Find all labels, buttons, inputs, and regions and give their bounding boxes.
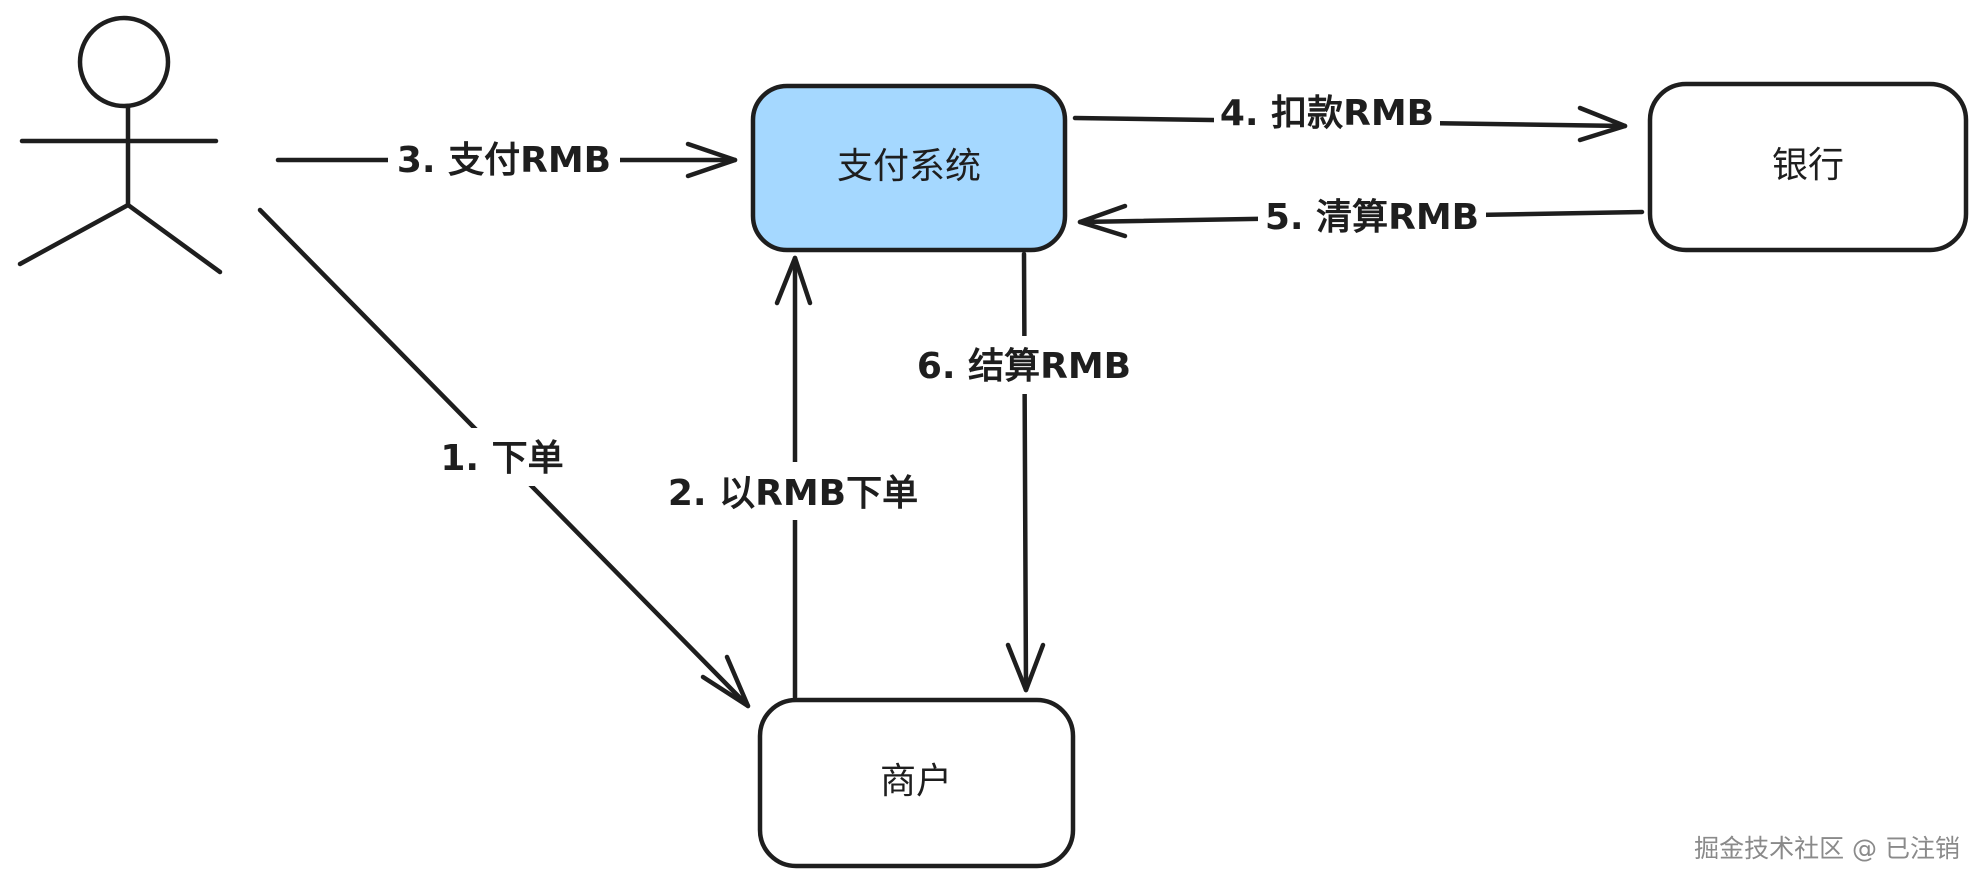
edge-label-bg	[1258, 190, 1486, 248]
bank-label: 银行	[1772, 145, 1844, 186]
edge-label-bg	[658, 462, 928, 520]
edge-clear-rmb: 5. 清算RMB	[1077, 190, 1645, 248]
edge-pay-rmb: 3. 支付RMB	[275, 132, 738, 190]
edge-label-debit-rmb: 4. 扣款RMB	[1220, 93, 1434, 134]
edge-label-bg	[1214, 86, 1440, 144]
edge-order-in-rmb: 2. 以RMB下单	[658, 255, 928, 700]
bank-box	[1647, 81, 1969, 253]
payment-system-label: 支付系统	[837, 146, 981, 187]
user-actor-icon	[17, 15, 223, 275]
merchant-node[interactable]: 商户	[757, 697, 1076, 869]
edge-place-order: 1. 下单	[257, 207, 751, 709]
payment-system-box	[750, 83, 1068, 253]
edge-label-pay-rmb: 3. 支付RMB	[397, 140, 611, 181]
edge-label-clear-rmb: 5. 清算RMB	[1265, 197, 1479, 238]
edge-debit-rmb: 4. 扣款RMB	[1072, 86, 1628, 144]
edge-label-place-order: 1. 下单	[440, 438, 563, 479]
merchant-box	[757, 697, 1076, 869]
edge-label-bg	[908, 336, 1140, 394]
edge-label-settle-rmb: 6. 结算RMB	[917, 346, 1131, 387]
edge-settle-rmb: 6. 结算RMB	[908, 251, 1140, 693]
bank-node[interactable]: 银行	[1647, 81, 1969, 253]
edge-label-order-in-rmb: 2. 以RMB下单	[668, 473, 918, 514]
payment-system-node[interactable]: 支付系统	[750, 83, 1068, 253]
merchant-label: 商户	[880, 761, 952, 802]
edge-label-bg	[388, 132, 620, 190]
watermark-text: 掘金技术社区 @ 已注销	[1694, 834, 1960, 863]
edge-label-bg	[436, 428, 568, 486]
